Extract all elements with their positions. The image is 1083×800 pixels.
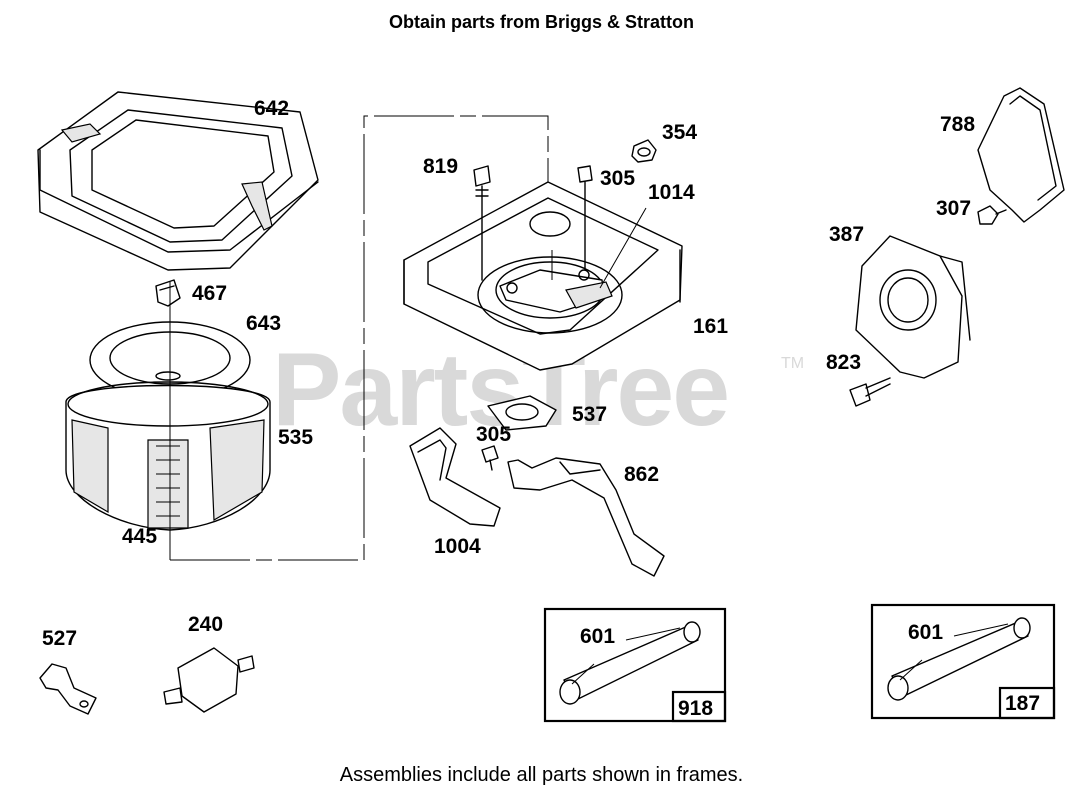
callout-819[interactable]: 819 (423, 155, 459, 178)
part-537-gasket-drawing[interactable] (487, 395, 557, 431)
callout-823[interactable]: 823 (826, 351, 862, 374)
callout-305-lower[interactable]: 305 (476, 423, 512, 446)
callout-788[interactable]: 788 (940, 113, 976, 136)
callout-862[interactable]: 862 (624, 463, 660, 486)
callout-1014[interactable]: 1014 (648, 181, 695, 204)
callout-354[interactable]: 354 (662, 121, 698, 144)
callout-537[interactable]: 537 (572, 403, 608, 426)
assembly-frame-918[interactable] (543, 607, 727, 723)
part-445-connector-line (170, 115, 549, 561)
callout-601-frame-918[interactable]: 601 (580, 625, 616, 648)
callout-643[interactable]: 643 (246, 312, 282, 335)
diagram-footer-note: Assemblies include all parts shown in fr… (339, 764, 744, 786)
callout-601-frame-187[interactable]: 601 (908, 621, 944, 644)
part-240-fuel-filter-drawing[interactable] (163, 647, 255, 713)
frame-number-187[interactable]: 187 (1005, 692, 1041, 715)
part-862-bracket-drawing[interactable] (507, 457, 665, 577)
part-1004-elbow-drawing[interactable] (409, 427, 501, 527)
part-161-air-cleaner-base-drawing[interactable] (403, 181, 683, 371)
part-527-clip-drawing[interactable] (39, 663, 97, 715)
part-307-screw-drawing[interactable] (977, 205, 1007, 225)
callout-527[interactable]: 527 (42, 627, 78, 650)
assembly-frame-187[interactable] (870, 603, 1056, 720)
callout-307[interactable]: 307 (936, 197, 972, 220)
callout-535[interactable]: 535 (278, 426, 314, 449)
part-535-filter-element-drawing[interactable] (65, 381, 271, 531)
watermark-trademark: TM (781, 355, 805, 372)
callout-240[interactable]: 240 (188, 613, 224, 636)
part-305-screw-lower-drawing[interactable] (481, 445, 499, 471)
diagram-header-note: Obtain parts from Briggs & Stratton (388, 12, 694, 32)
part-1014-leader (599, 207, 647, 289)
partstree-watermark: PartsTree (272, 332, 730, 448)
callout-387[interactable]: 387 (829, 223, 865, 246)
part-788-bracket-drawing[interactable] (977, 87, 1065, 223)
part-823-screw-drawing[interactable] (849, 377, 891, 407)
callout-642[interactable]: 642 (254, 97, 290, 120)
frame-number-918[interactable]: 918 (678, 697, 714, 720)
callout-445[interactable]: 445 (122, 525, 158, 548)
part-354-nut-drawing[interactable] (631, 139, 657, 163)
part-819-screw-drawing[interactable] (473, 165, 491, 281)
part-387-adapter-drawing[interactable] (855, 235, 971, 379)
part-642-cover-drawing[interactable] (37, 91, 319, 271)
callout-161[interactable]: 161 (693, 315, 729, 338)
part-305-screw-upper-drawing[interactable] (577, 165, 593, 271)
callout-305-upper[interactable]: 305 (600, 167, 636, 190)
callout-467[interactable]: 467 (192, 282, 228, 305)
part-467-wing-nut-drawing[interactable] (155, 279, 181, 307)
callout-1004[interactable]: 1004 (434, 535, 481, 558)
